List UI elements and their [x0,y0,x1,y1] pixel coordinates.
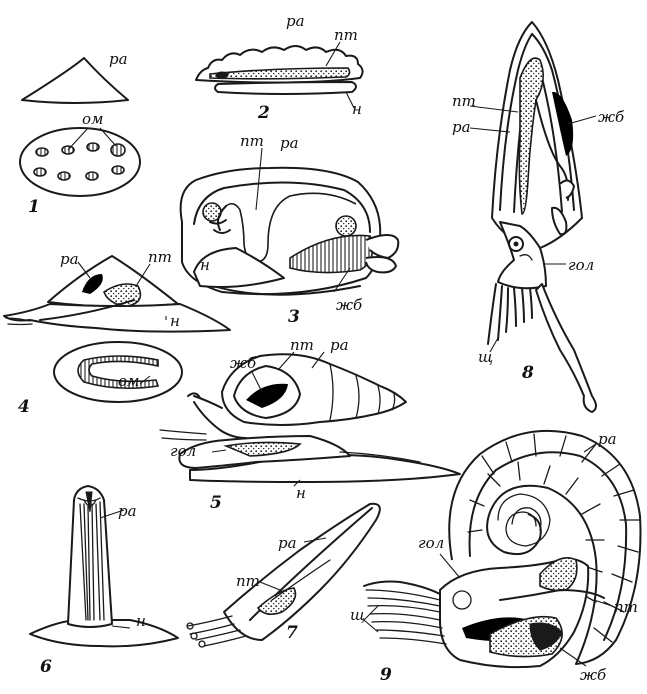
fig1-label-muscle: ом [82,110,103,128]
fig6-label-shell: ра [118,502,137,520]
fig5-label-gill: жб [230,354,257,372]
fig8-gill [552,91,574,156]
figure-number-5: 5 [210,493,222,513]
fig5-label-head: гол [170,442,196,460]
fig7-label-shell: ра [278,534,297,552]
fig3-label-foot: н [200,256,210,274]
figure-number-3: 3 [288,307,300,327]
fig9-mantle-organ [539,557,578,592]
figure-number-8: 8 [521,363,534,383]
fig4a-label-mantle: пт [148,248,172,266]
fig8-label-gill: жб [598,108,625,126]
figure-5: жб пт ра гол н 5 [159,336,461,513]
figure-number-6: 6 [40,657,52,677]
fig4-label-muscle: ом [118,372,139,390]
figure-number-4: 4 [18,397,30,417]
fig9-label-shell: ра [598,430,617,448]
fig3-label-shell: ра [280,134,299,152]
fig8-label-head: гол [568,256,594,274]
figure-2: ра пт н 2 [195,12,364,123]
fig8-gladius-right [531,33,575,211]
fig5-mantle-cavity [233,365,301,419]
fig4a-label-shell: ра [60,250,79,268]
figure-7: пт ра 7 [186,502,381,648]
figure-number-2: 2 [257,103,270,123]
fig5-gill [246,383,288,408]
fig8-label-shell: ра [452,118,471,136]
fig2-foot [214,81,357,95]
fig7-label-mantle: пт [236,572,260,590]
fig8-mantle-organ [518,57,544,215]
fig8-gladius-left [499,33,533,211]
fig5-siphon [193,401,247,439]
fig3-mantle-inner [193,181,371,233]
fig8-tentacle-long [535,283,597,413]
fig3-label-mantle: пт [240,132,264,150]
fig3-label-gill: жб [336,296,363,314]
fig1-label-shell: ра [109,50,128,68]
fig8-label-mantle: пт [452,92,476,110]
fig8-label-tentacles: щ [478,348,493,366]
fig6-label-foot: н [136,612,146,630]
fig7-mantle-organ [256,587,297,616]
figure-number-1: 1 [28,197,40,217]
fig2-label-shell: ра [286,12,305,30]
fig5-label-shell: ра [330,336,349,354]
fig5-label-foot: н [296,484,306,502]
fig9-label-tentacles: щ [350,606,365,624]
fig5-spiral-shell [221,353,407,426]
fig4-horseshoe-muscle [77,355,160,390]
figure-8: пт ра жб гол щ 8 [452,21,625,413]
fig4a-gill [82,274,103,294]
fig2-mantle-band [209,67,351,80]
figure-1: ра ом 1 [19,50,141,217]
fig1-ventral-view [19,127,141,197]
fig2-label-mantle: пт [334,26,358,44]
figure-4: ом 4 [18,341,183,417]
fig9-label-mantle: пт [614,598,638,616]
fig9-label-gill: жб [580,666,607,684]
fig9-label-head: гол [418,534,444,552]
figure-number-7: 7 [286,623,298,643]
figure-4-limpet: ра пт н [3,248,231,333]
fig4a-foot [3,303,231,333]
fig4a-label-foot: н [170,312,180,330]
fig2-label-foot: н [352,100,362,118]
figure-9: гол щ пт жб ра 9 [350,429,642,685]
figure-6: ра н 6 [29,485,179,677]
figure-number-9: 9 [380,665,392,685]
fig1-shell-shape [21,57,129,104]
fig5-label-mantle: пт [290,336,314,354]
figure-3: пт ра н жб 3 [179,132,400,327]
fig3-foot [193,247,285,288]
fig9-nautilus-shell [448,429,642,665]
